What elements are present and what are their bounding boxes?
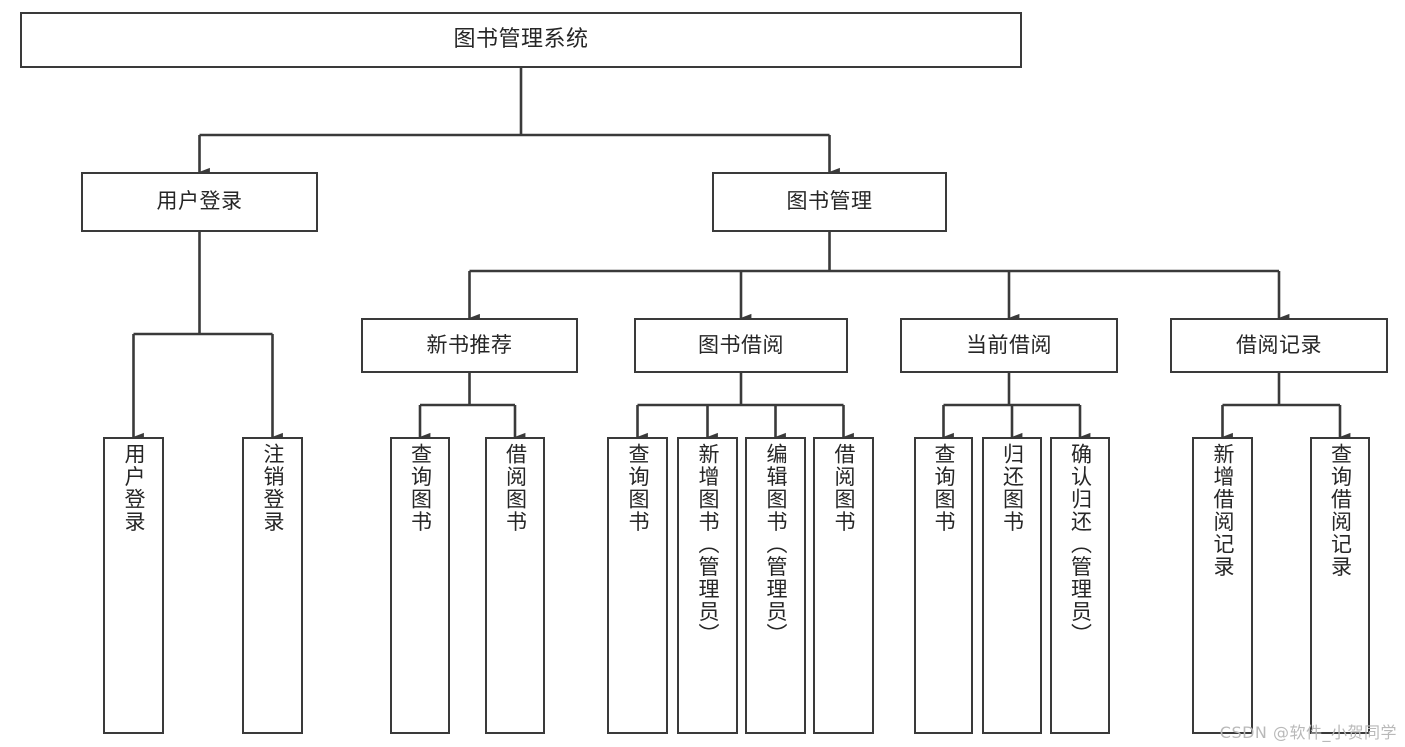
node-label: 查询图书 [932,443,956,533]
node-label: 查询借阅记录 [1328,443,1353,578]
node-leaf10[interactable]: 归还图书 [982,437,1042,734]
node-label: 图书借阅 [698,332,784,357]
node-leaf8[interactable]: 借阅图书 [813,437,874,734]
node-label: 新增图书（管理员） [696,443,720,646]
node-label: 借阅图书 [832,443,856,533]
node-label: 确认归还（管理员） [1068,443,1093,646]
node-label: 当前借阅 [966,332,1052,357]
node-label: 借阅图书 [503,443,528,533]
node-label: 用户登录 [122,443,146,533]
node-label: 图书管理系统 [453,26,589,52]
node-login[interactable]: 用户登录 [81,172,318,232]
node-leaf3[interactable]: 查询图书 [390,437,450,734]
node-label: 用户登录 [156,189,243,214]
node-bookmgmt[interactable]: 图书管理 [712,172,947,232]
node-label: 查询图书 [626,443,650,533]
node-leaf5[interactable]: 查询图书 [607,437,668,734]
node-label: 归还图书 [1000,443,1025,533]
node-leaf6[interactable]: 新增图书（管理员） [677,437,738,734]
node-leaf1[interactable]: 用户登录 [103,437,164,734]
node-leaf12[interactable]: 新增借阅记录 [1192,437,1253,734]
node-leaf7[interactable]: 编辑图书（管理员） [745,437,806,734]
node-root[interactable]: 图书管理系统 [20,12,1022,68]
node-current[interactable]: 当前借阅 [900,318,1118,373]
node-leaf9[interactable]: 查询图书 [914,437,973,734]
node-leaf13[interactable]: 查询借阅记录 [1310,437,1370,734]
watermark-text: CSDN @软件_小贺同学 [1219,723,1397,742]
node-label: 新书推荐 [426,332,513,357]
node-newbook[interactable]: 新书推荐 [361,318,578,373]
node-label: 编辑图书（管理员） [764,443,788,646]
node-label: 图书管理 [786,189,873,214]
node-borrow[interactable]: 图书借阅 [634,318,848,373]
node-label: 新增借阅记录 [1211,443,1235,578]
node-leaf11[interactable]: 确认归还（管理员） [1050,437,1110,734]
node-label: 查询图书 [408,443,433,533]
node-leaf4[interactable]: 借阅图书 [485,437,545,734]
node-leaf2[interactable]: 注销登录 [242,437,303,734]
node-label: 借阅记录 [1236,332,1322,357]
node-label: 注销登录 [261,443,285,533]
node-records[interactable]: 借阅记录 [1170,318,1388,373]
